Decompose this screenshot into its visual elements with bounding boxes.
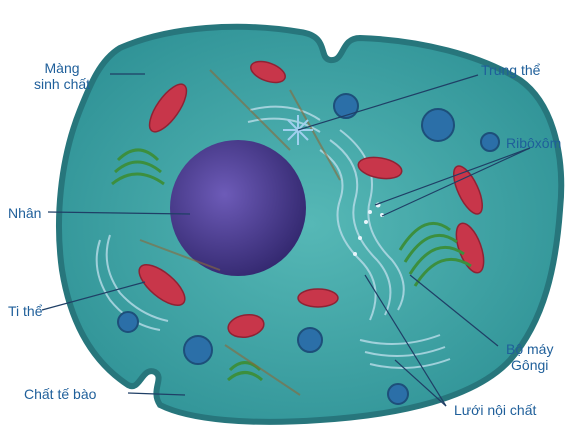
nucleus-shape — [170, 140, 306, 276]
label-nucleus: Nhân — [8, 205, 41, 221]
label-ribosome: Ribôxôm — [506, 135, 561, 151]
label-mitochondria: Ti thể — [8, 303, 43, 319]
label-golgi: Bộ máy Gôngi — [506, 341, 553, 373]
label-er: Lưới nội chất — [454, 402, 536, 418]
label-membrane: Màng sinh chất — [34, 60, 90, 92]
label-cytoplasm: Chất tế bào — [24, 386, 96, 402]
cell-membrane — [59, 27, 561, 422]
label-centrosome: Trung thể — [481, 62, 540, 78]
